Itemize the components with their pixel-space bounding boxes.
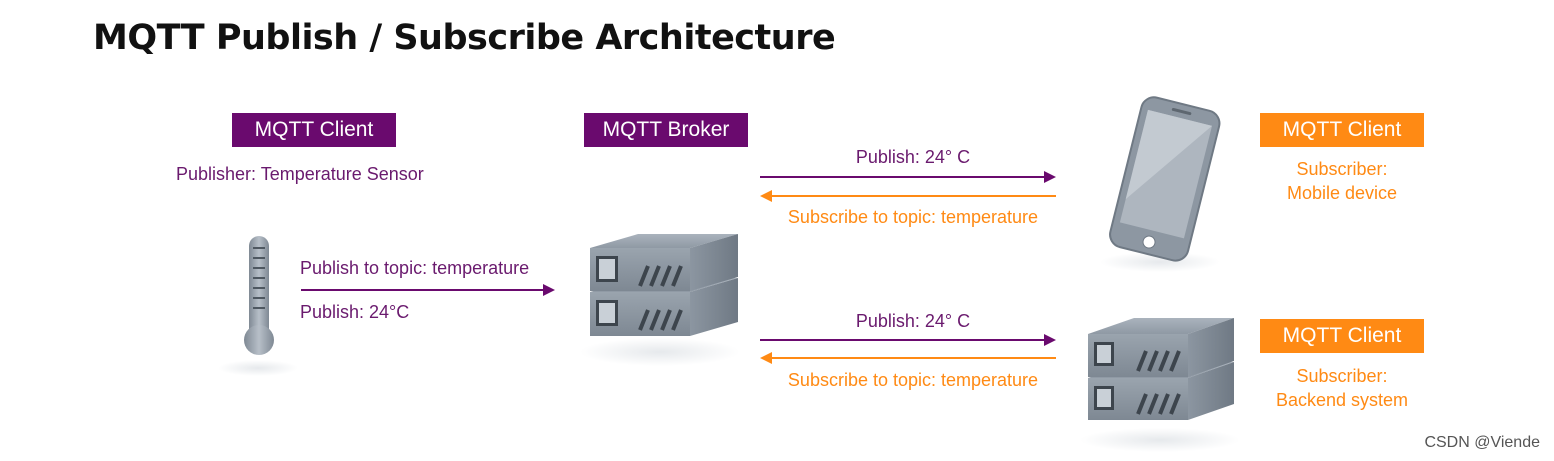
top-publish-label: Publish: 24° C bbox=[855, 147, 971, 167]
mobile-role-line1: Subscriber: bbox=[1296, 159, 1388, 179]
mobile-subscriber-role: Subscriber: Mobile device bbox=[1252, 157, 1432, 205]
top-publish-arrow bbox=[760, 171, 1056, 183]
bottom-subscribe-arrow bbox=[760, 352, 1056, 364]
backend-client-tag: MQTT Client bbox=[1260, 319, 1424, 353]
backend-server-icon bbox=[1080, 318, 1240, 452]
top-subscribe-label: Subscribe to topic: temperature bbox=[787, 207, 1039, 227]
backend-role-line2: Backend system bbox=[1275, 390, 1409, 410]
thermometer-icon bbox=[218, 236, 298, 376]
page-title: MQTT Publish / Subscribe Architecture bbox=[93, 18, 836, 58]
broker-server-icon bbox=[580, 234, 740, 366]
publisher-arrow bbox=[301, 284, 555, 296]
broker-tag: MQTT Broker bbox=[584, 113, 748, 147]
publisher-role-label: Publisher: Temperature Sensor bbox=[176, 164, 424, 184]
bottom-subscribe-label: Subscribe to topic: temperature bbox=[787, 370, 1039, 390]
mobile-role-line2: Mobile device bbox=[1286, 183, 1398, 203]
backend-subscriber-role: Subscriber: Backend system bbox=[1252, 364, 1432, 412]
bottom-publish-arrow bbox=[760, 334, 1056, 346]
publish-value-label: Publish: 24°C bbox=[300, 302, 410, 322]
top-subscribe-arrow bbox=[760, 190, 1056, 202]
mobile-client-tag: MQTT Client bbox=[1260, 113, 1424, 147]
publish-topic-label: Publish to topic: temperature bbox=[300, 258, 530, 278]
backend-role-line1: Subscriber: bbox=[1296, 366, 1388, 386]
watermark: CSDN @Viende bbox=[1424, 434, 1540, 451]
smartphone-icon bbox=[1100, 96, 1221, 272]
bottom-publish-label: Publish: 24° C bbox=[855, 311, 971, 331]
publisher-client-tag: MQTT Client bbox=[232, 113, 396, 147]
